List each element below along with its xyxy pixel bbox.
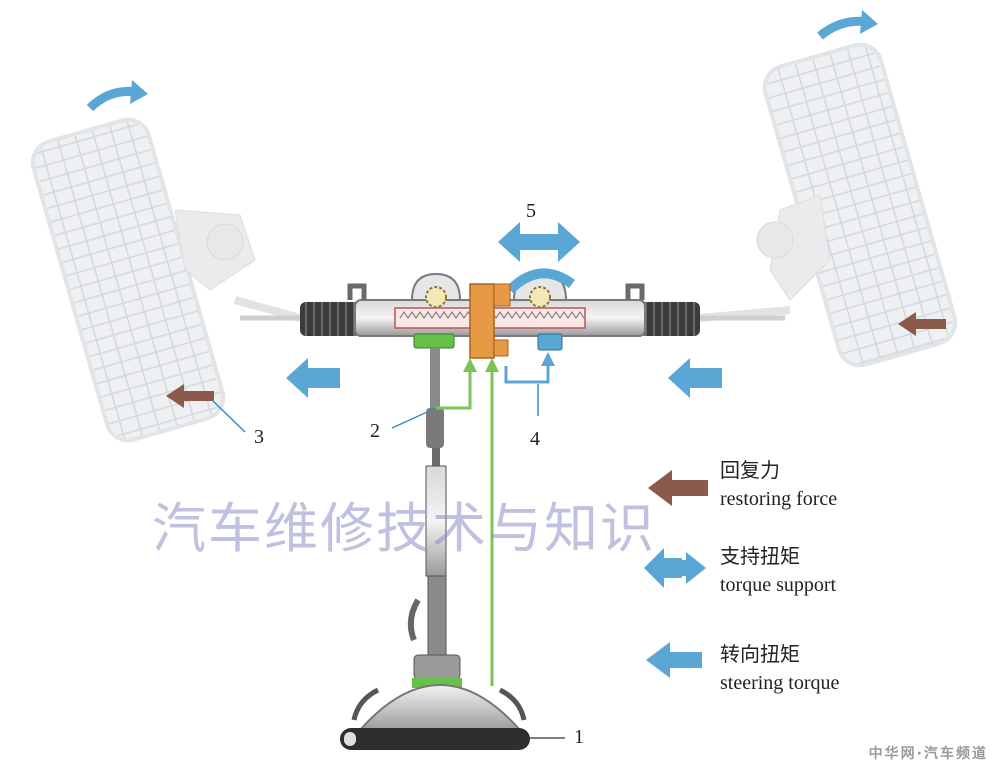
left-restoring-force-arrow	[166, 384, 214, 408]
motor-connector	[493, 339, 509, 357]
right-steering-torque-arrow	[668, 358, 722, 398]
left-steering-torque-arrow	[286, 358, 340, 398]
legend-steering: 转向扭矩 steering torque	[720, 641, 839, 697]
assist-pinion-gear-icon	[529, 286, 551, 308]
left-mount-clamp	[347, 283, 367, 300]
motor-cap	[493, 283, 511, 307]
legend-restoring-zh: 回复力	[720, 460, 780, 482]
legend-support: 支持扭矩 torque support	[720, 543, 836, 599]
control-signal-arrowhead	[541, 352, 555, 366]
legend-support-zh: 支持扭矩	[720, 546, 800, 568]
callout-3: 3	[254, 426, 264, 448]
left-boot	[300, 302, 360, 336]
brown-left-arrow-icon	[648, 470, 708, 506]
legend-steering-en: steering torque	[720, 672, 840, 694]
legend-steering-zh: 转向扭矩	[720, 644, 800, 666]
sensor-signal-arrowhead	[463, 358, 477, 372]
legend-support-en: torque support	[720, 574, 837, 596]
right-mount-clamp	[625, 283, 645, 300]
right-wheel-rotation-arrowhead	[860, 10, 878, 34]
callout-2: 2	[370, 420, 380, 442]
legend-restoring-en: restoring force	[720, 488, 838, 510]
torque-sensor	[413, 333, 455, 349]
callout-line-2	[391, 407, 437, 429]
steering-pinion-gear-icon	[425, 286, 447, 308]
callout-5: 5	[526, 200, 536, 222]
steering-column	[407, 348, 462, 688]
control-signal-line	[504, 362, 550, 384]
control-unit	[537, 333, 563, 351]
electric-motor	[469, 283, 495, 359]
callout-1: 1	[574, 726, 584, 748]
sensor-signal-line	[436, 366, 472, 410]
right-restoring-force-arrow	[898, 312, 946, 336]
torque-support-arrow	[498, 222, 580, 262]
legend-restoring: 回复力 restoring force	[720, 457, 837, 513]
source-credit: 中华网·汽车频道	[868, 746, 988, 762]
callout-4: 4	[530, 428, 540, 450]
left-wheel	[30, 117, 302, 443]
assist-motor-worm	[506, 268, 575, 294]
steering-wheel	[340, 684, 530, 750]
callout-line-3	[211, 399, 246, 433]
right-boot	[640, 302, 700, 336]
watermark-text: 汽车维修技术与知识	[152, 497, 656, 560]
right-wheel	[699, 42, 958, 368]
blue-left-arrow-icon	[646, 642, 702, 678]
torque-signal-arrowhead	[485, 358, 499, 372]
left-wheel-rotation-arrowhead	[130, 80, 148, 104]
blue-double-arrow-icon	[644, 548, 706, 588]
